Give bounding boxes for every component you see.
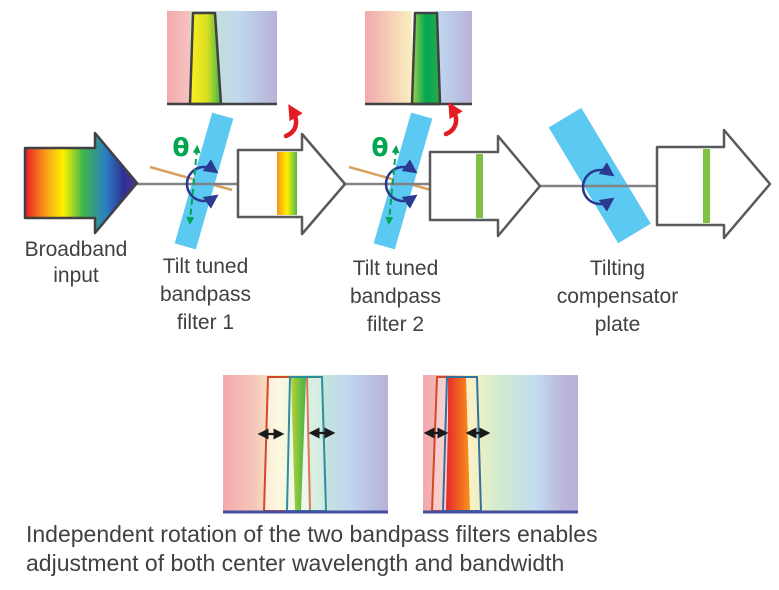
rotation-arrow-icon xyxy=(581,162,615,212)
theta-angle-icon: θ xyxy=(371,133,388,162)
narrow-green-stripe xyxy=(476,154,483,218)
compensator-label: Tilting compensator plate xyxy=(556,257,679,336)
filter2-label: Tilt tuned bandpass filter 2 xyxy=(349,257,442,336)
spectrum-inset-2 xyxy=(365,11,472,106)
inset1-passband-peak xyxy=(188,11,223,106)
spectrum-background xyxy=(223,375,388,512)
theta-angle-icon: θ xyxy=(172,133,189,162)
beam-arrow-outline xyxy=(428,134,542,238)
beam-arrow-after-filter1 xyxy=(236,132,347,236)
inset2-long-wavelength-region xyxy=(436,11,472,104)
compensator-plate xyxy=(548,107,651,244)
figure-caption: Independent rotation of the two bandpass… xyxy=(26,521,598,576)
angle-reference-line-1 xyxy=(186,145,201,225)
inset2-short-wavelength-region xyxy=(365,11,412,104)
bottom-spectrum-left xyxy=(223,375,388,514)
broadband-input-label: Broadband input xyxy=(24,238,128,287)
spectrum-inset-1 xyxy=(167,11,277,106)
filter1-label: Tilt tuned bandpass filter 1 xyxy=(159,255,252,334)
inset1-short-wavelength-region xyxy=(167,11,190,104)
angle-reference-line-2 xyxy=(385,145,400,225)
red-curved-arrow-icon xyxy=(443,102,463,137)
output-beam-arrow xyxy=(655,128,772,240)
net-passband-red xyxy=(446,377,470,511)
inset2-passband-peak xyxy=(410,11,442,106)
filtered-spectrum-stripe xyxy=(277,152,297,215)
broadband-input-arrow xyxy=(23,131,139,235)
net-passband-green xyxy=(291,378,306,510)
beam-arrow-after-filter2 xyxy=(428,134,542,238)
bottom-spectrum-right xyxy=(423,375,578,514)
red-curved-arrow-icon xyxy=(283,104,303,139)
narrow-green-stripe xyxy=(703,149,710,223)
beam-arrow-outline xyxy=(655,128,772,240)
